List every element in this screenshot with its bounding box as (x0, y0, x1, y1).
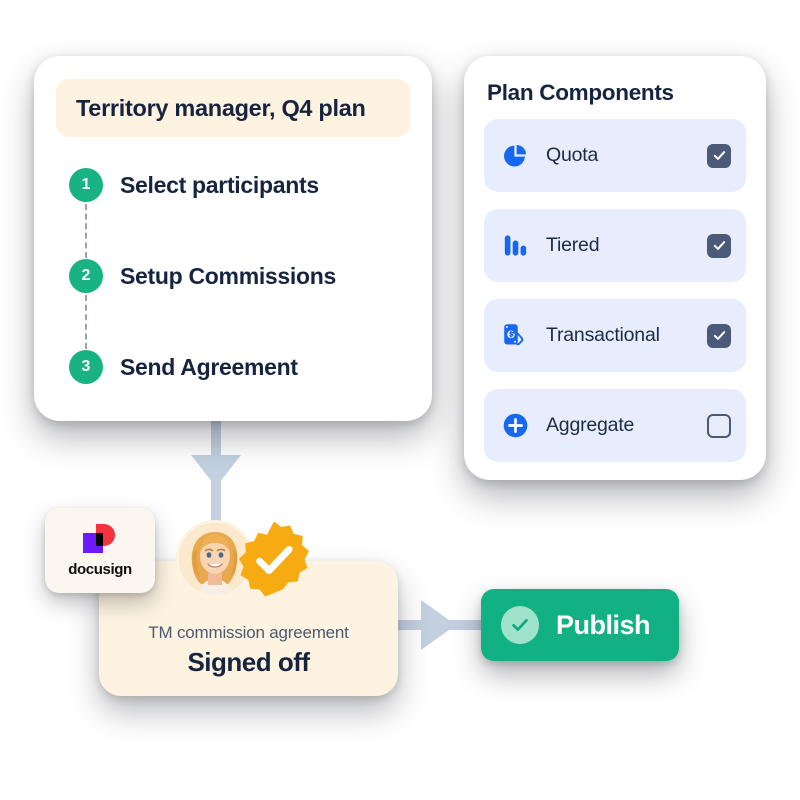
step-connector-2 (85, 295, 87, 349)
component-checkbox[interactable] (707, 323, 731, 348)
check-circle-icon (501, 606, 539, 644)
agreement-name: TM commission agreement (148, 623, 349, 642)
components-title: Plan Components (487, 80, 674, 105)
step-label: Setup Commissions (120, 263, 336, 289)
component-row[interactable]: Quota (484, 119, 746, 192)
verified-badge-icon (236, 521, 312, 598)
component-label: Aggregate (546, 414, 635, 436)
publish-button[interactable]: Publish (481, 589, 679, 661)
step-item-2[interactable]: 2 Setup Commissions (69, 259, 414, 350)
step-number-badge: 1 (69, 168, 103, 202)
plan-components-card: Plan Components Quota (464, 56, 766, 480)
docusign-wordmark: docusign (68, 561, 132, 578)
step-connector-1 (85, 204, 87, 258)
money-hand-icon (501, 322, 529, 350)
page-title: Territory manager, Q4 plan (76, 94, 366, 121)
step-number-badge: 2 (69, 259, 103, 293)
step-list: 1 Select participants 2 Setup Commission… (69, 168, 414, 398)
component-label: Quota (546, 144, 599, 166)
component-row[interactable]: Transactional (484, 299, 746, 372)
connector-arrowhead-down (191, 455, 241, 487)
signed-off-card: TM commission agreement Signed off (99, 561, 398, 696)
component-checkbox[interactable] (707, 143, 731, 168)
step-label: Send Agreement (120, 354, 298, 380)
status-badge: Signed off (187, 647, 310, 677)
component-row[interactable]: Tiered (484, 209, 746, 282)
component-label: Tiered (546, 234, 600, 256)
step-number-badge: 3 (69, 350, 103, 384)
connector-line-horizontal (395, 620, 490, 630)
component-checkbox[interactable] (707, 233, 731, 258)
step-item-1[interactable]: 1 Select participants (69, 168, 414, 259)
plan-title-pill: Territory manager, Q4 plan (56, 79, 410, 137)
plus-circle-icon (501, 412, 529, 440)
pie-chart-icon (501, 142, 529, 170)
step-label: Select participants (120, 172, 319, 198)
publish-label: Publish (556, 609, 651, 640)
docusign-logo-icon (81, 523, 119, 557)
signer-cluster (176, 520, 326, 602)
step-item-3[interactable]: 3 Send Agreement (69, 350, 414, 398)
docusign-badge: docusign (45, 508, 155, 593)
component-checkbox[interactable] (707, 413, 731, 438)
component-label: Transactional (546, 324, 660, 346)
connector-arrowhead-right (421, 600, 456, 650)
component-row[interactable]: Aggregate (484, 389, 746, 462)
plan-card: Territory manager, Q4 plan 1 Select part… (34, 56, 432, 421)
bar-chart-icon (501, 232, 529, 260)
